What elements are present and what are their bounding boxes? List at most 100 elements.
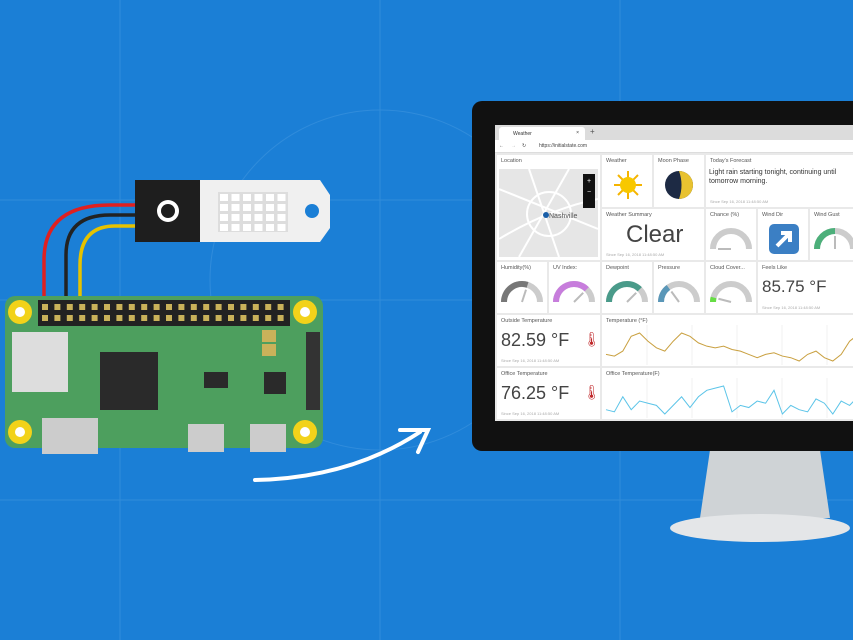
thermometer-icon: 🌡 [583,384,601,400]
gpio-pin [228,304,234,310]
tile-wind-gust[interactable]: Wind Gust [810,209,853,260]
sensor-grille [254,194,263,201]
gpio-pin [277,304,284,310]
tile-title: Feels Like [762,265,788,271]
gauge-fill [501,281,529,303]
tile-outside-temperature[interactable]: Outside Temperature 82.59 °F 🌡 Since Sep… [497,315,601,366]
gauge-fill [606,281,642,303]
tile-title: Location [501,158,522,164]
gpio-pin [190,304,197,310]
tile-location[interactable]: Location +− Nashville [497,155,600,260]
sensor-grille [220,224,228,231]
sensor-grille [277,224,286,231]
gauge-fill [710,296,717,303]
gpio-pin [178,304,185,310]
gpio-pin [190,315,197,321]
reload-icon[interactable]: ↻ [522,143,527,149]
sensor-grille [220,194,228,201]
gauge-fill [658,285,671,303]
gpio-pin [79,304,86,310]
gauge-track [710,228,752,250]
gpio-pin [104,315,110,321]
since-text: Since Sep 16, 2018 11:48:50 AM [501,411,560,416]
gpio-pin [166,315,172,321]
gpio-pin [54,315,61,321]
gpio-pin [91,315,98,321]
sensor-grille [266,204,274,211]
tile-weather[interactable]: Weather [602,155,652,207]
tile-chance[interactable]: Chance (%) [706,209,756,260]
since-text: Since Sep 16, 2018 11:48:50 AM [501,358,560,363]
sensor-grille [266,224,274,231]
tile-office-temperature-chart[interactable]: Office Temperature(F) [602,368,853,419]
tile-cloud-cover[interactable]: Cloud Cover... [706,262,756,313]
since-text: Since Sep 16, 2018 11:48:50 AM [606,252,665,257]
tile-moon-phase[interactable]: Moon Phase [654,155,704,207]
gpio-pin [91,304,98,310]
tile-forecast[interactable]: Today's Forecast Light rain starting ton… [706,155,853,207]
sensor-grille [243,224,251,231]
sensor-grille [231,224,240,231]
gauge-fill [814,228,836,250]
since-text: Since Sep 16, 2018 11:48:50 AM [762,305,821,310]
tile-temperature-chart[interactable]: Temperature (°F) [602,315,853,366]
map[interactable]: +− Nashville [499,169,598,257]
office-temperature-chart [605,378,853,418]
gauge-needle [521,289,527,303]
gauge [814,228,853,250]
gpio-pin [252,304,259,310]
gpio-pin [42,304,48,310]
forecast-text: Light rain starting tonight, continuing … [709,169,837,185]
tab-bar: Weather× + [495,125,853,140]
tile-title: Chance (%) [710,212,740,218]
gpio-pin [228,315,234,321]
gpio-pin [153,315,160,321]
dht-sensor [135,180,330,242]
gauge [553,281,595,303]
sensor-grille [254,204,263,211]
gpio-pin [153,304,160,310]
gpio-pin [166,304,172,310]
gpio-pin [265,315,272,321]
tile-uv-index[interactable]: UV Index: [549,262,600,313]
tile-dewpoint[interactable]: Dewpoint [602,262,652,313]
tile-title: Wind Dir [762,212,784,218]
close-tab-icon[interactable]: × [576,130,579,136]
gauge-needle [573,292,584,303]
tile-title: Office Temperature(F) [606,371,660,377]
tile-title: Temperature (°F) [606,318,648,324]
url-text: https://initialstate.com [539,143,588,149]
browser-tab[interactable]: Weather× [499,127,585,140]
gauge-needle [626,292,637,303]
moon-icon [665,171,693,199]
tile-title: Weather [606,158,627,164]
tile-title: Pressure [658,265,681,271]
tile-wind-dir[interactable]: Wind Dir [758,209,808,260]
svg-text:−: − [587,189,591,196]
gpio-pin [203,315,210,321]
sensor-grille [277,194,286,201]
sensor-grille [243,204,251,211]
sun-icon [614,171,642,199]
new-tab-button[interactable]: + [590,127,595,136]
sensor-grille [254,214,263,221]
gpio-pin [128,304,135,310]
tile-title: Today's Forecast [710,158,752,164]
forward-icon[interactable]: → [511,143,516,149]
tile-weather-summary[interactable]: Weather Summary Clear Since Sep 16, 2018… [602,209,704,260]
back-icon[interactable]: ← [499,143,504,149]
sensor-grille [220,204,228,211]
tile-title: Office Temperature [501,371,548,377]
gpio-pin [215,315,222,321]
tile-title: Wind Gust [814,212,840,218]
tile-humidity[interactable]: Humidity(%) [497,262,547,313]
gauge-fill [553,281,589,303]
address-bar[interactable]: ← → ↻ https://initialstate.com [495,140,853,153]
tile-office-temperature[interactable]: Office Temperature 76.25 °F 🌡 Since Sep … [497,368,601,419]
raspberry-pi-board [5,296,323,454]
svg-text:+: + [587,178,591,185]
gpio-pin [116,304,123,310]
tile-feels-like[interactable]: Feels Like 85.75 °F Since Sep 16, 2018 1… [758,262,853,313]
tile-pressure[interactable]: Pressure [654,262,704,313]
outside-temp-value: 82.59 °F [501,330,570,350]
